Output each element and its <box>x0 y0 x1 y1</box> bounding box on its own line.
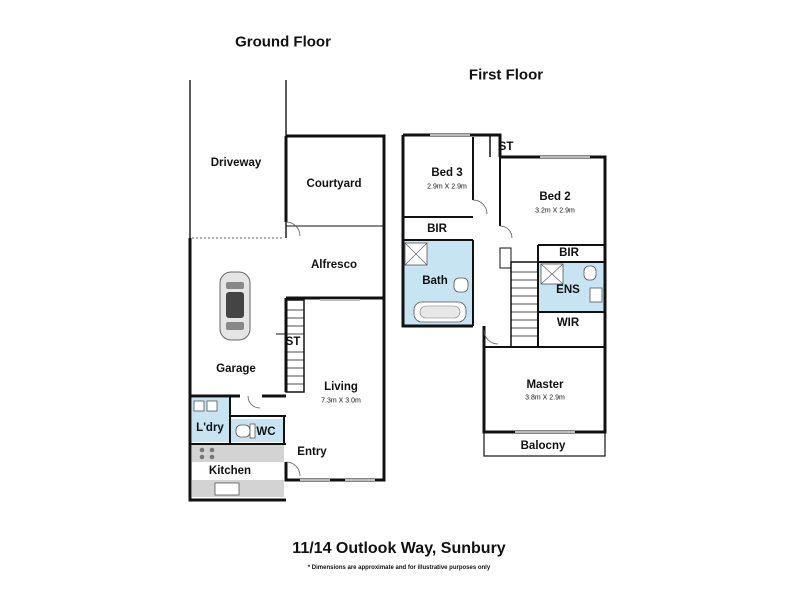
balcony-label: Balocny <box>520 440 566 452</box>
car-icon <box>219 271 251 341</box>
courtyard-label: Courtyard <box>306 178 362 190</box>
first-floor-plan <box>401 133 607 457</box>
ground-floor-title: Ground Floor <box>235 33 331 51</box>
entry-label: Entry <box>297 446 327 458</box>
bed3-label: Bed 3 <box>431 167 463 179</box>
garage-label: Garage <box>216 363 256 375</box>
alfresco-label: Alfresco <box>310 259 358 271</box>
kitchen-bench-top <box>192 444 284 462</box>
living-dimensions: 7.3m X 3.0m <box>321 397 361 405</box>
master-dimensions: 3.8m X 2.9m <box>525 394 565 402</box>
dimensions-disclaimer: * Dimensions are approximate and for ill… <box>307 565 491 571</box>
master-label: Master <box>526 379 564 391</box>
bed2-dimensions: 3.2m X 2.9m <box>535 207 575 215</box>
driveway-label: Driveway <box>210 157 262 169</box>
ens-label: ENS <box>556 284 580 296</box>
property-address: 11/14 Outlook Way, Sunbury <box>292 540 506 557</box>
bed2-label: Bed 2 <box>539 191 571 203</box>
first-floor-title: First Floor <box>468 66 544 84</box>
ground-st-label: ST <box>285 336 301 348</box>
bed3-dimensions: 2.9m X 2.9m <box>427 183 467 191</box>
bir-right-label: BIR <box>559 247 579 259</box>
kitchen-label: Kitchen <box>208 465 252 477</box>
wir-label: WIR <box>556 317 580 329</box>
wc-label: WC <box>256 426 276 438</box>
first-st-label: ST <box>498 141 514 153</box>
ground-floor-plan <box>188 80 386 502</box>
bath-label: Bath <box>422 275 448 287</box>
living-label: Living <box>324 381 358 393</box>
bir-left-label: BIR <box>427 223 447 235</box>
laundry-label: L'dry <box>196 422 224 434</box>
